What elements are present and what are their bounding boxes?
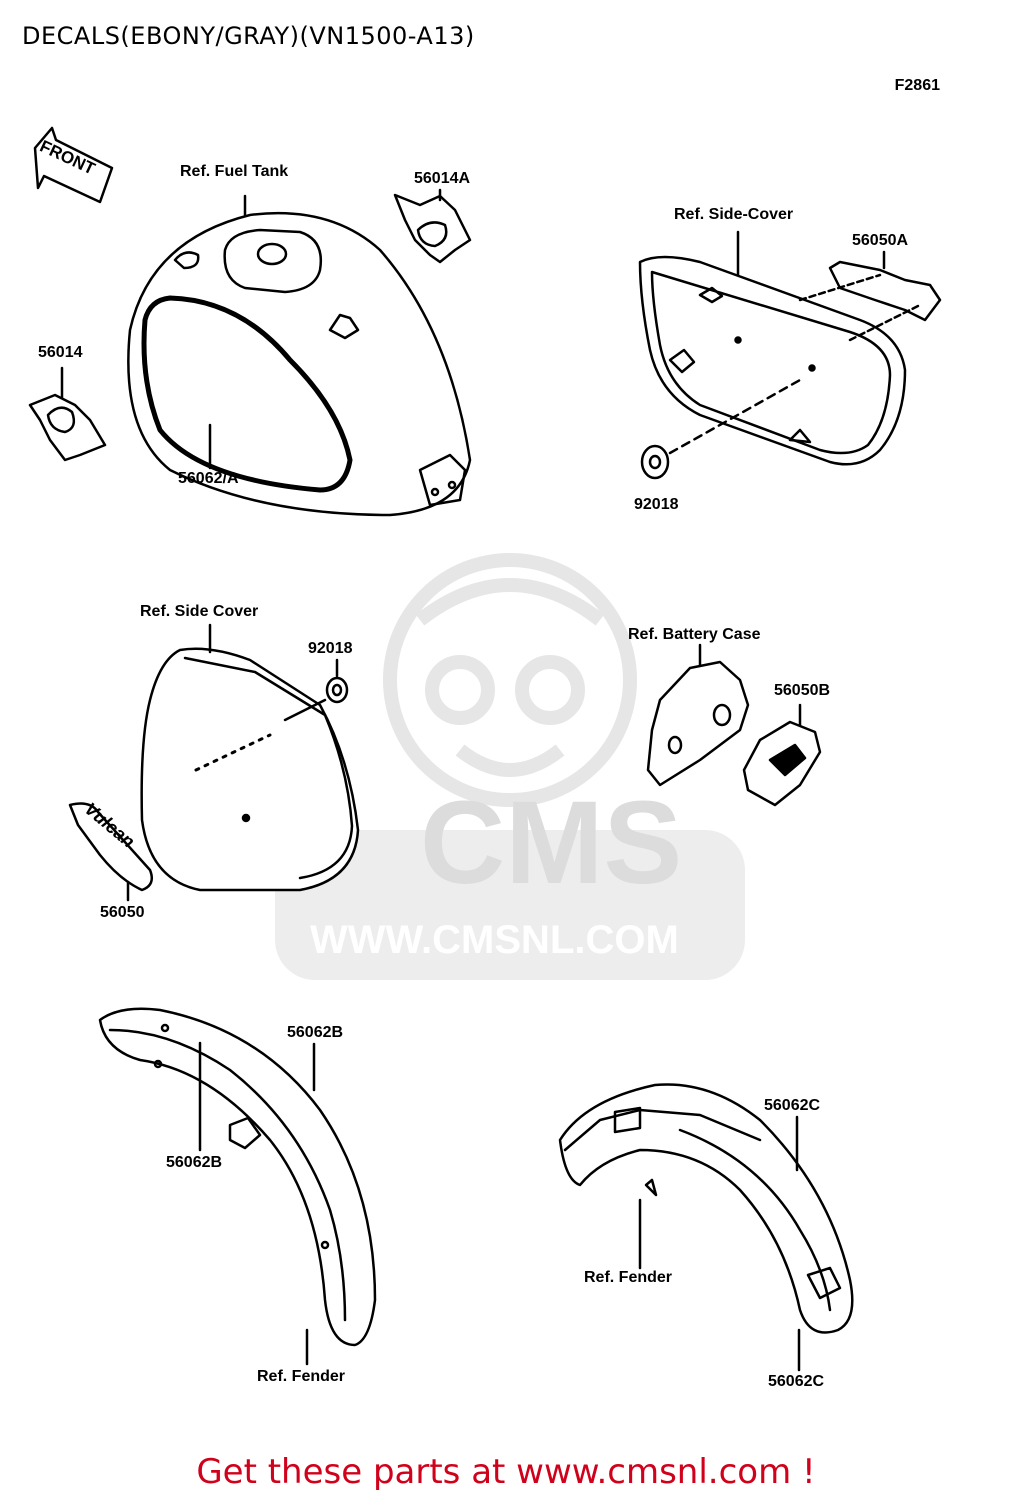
part-56050-label: 56050 — [100, 904, 145, 921]
front-arrow-icon — [33, 126, 114, 204]
part-56062c-label-1: 56062C — [764, 1097, 821, 1114]
decal-56014-drawing — [28, 366, 107, 462]
part-56062c-label-2: 56062C — [768, 1373, 825, 1390]
part-92018-top-label: 92018 — [634, 496, 679, 513]
part-56062b-label-1: 56062B — [287, 1024, 344, 1041]
front-fender-drawing — [98, 1007, 377, 1366]
ref-battery-case-label: Ref. Battery Case — [628, 626, 761, 643]
part-56014-label: 56014 — [38, 344, 83, 361]
page-title: DECALS(EBONY/GRAY)(VN1500-A13) — [22, 22, 475, 50]
decal-56050a-drawing — [798, 250, 942, 342]
watermark-url: WWW.CMSNL.COM — [310, 918, 679, 962]
part-56062b-label-2: 56062B — [166, 1154, 223, 1171]
part-56050a-label: 56050A — [852, 232, 909, 249]
ref-side-cover-top-label: Ref. Side-Cover — [674, 206, 794, 223]
decal-56014a-drawing — [393, 188, 472, 264]
part-56050b-label: 56050B — [774, 682, 831, 699]
cms-watermark: CMS WWW.CMSNL.COM — [270, 530, 750, 990]
ref-fender-left-label: Ref. Fender — [257, 1368, 346, 1385]
rear-fender-drawing — [558, 1083, 854, 1372]
footer-link[interactable]: Get these parts at www.cmsnl.com ! — [196, 1452, 816, 1492]
grommet-92018-mid-drawing — [283, 658, 349, 722]
footer-cta[interactable]: Get these parts at www.cmsnl.com ! — [0, 1452, 1012, 1492]
decal-56050b-drawing — [742, 703, 822, 807]
watermark-mascot-icon — [275, 553, 745, 980]
battery-case-drawing — [646, 643, 750, 787]
ref-fuel-tank-label: Ref. Fuel Tank — [180, 163, 289, 180]
side-cover-mid-drawing — [140, 623, 360, 892]
part-56062-a-label: 56062/A — [178, 470, 239, 487]
figure-code: F2861 — [894, 77, 940, 94]
vulcan-logo-drawing — [68, 802, 153, 902]
ref-side-cover-mid-label: Ref. Side Cover — [140, 603, 259, 620]
ref-fender-right-label: Ref. Fender — [584, 1269, 673, 1286]
grommet-92018-top-drawing — [640, 378, 802, 480]
part-56014a-label: 56014A — [414, 170, 471, 187]
watermark-brand: CMS — [420, 777, 683, 909]
part-92018-mid-label: 92018 — [308, 640, 353, 657]
fuel-tank-drawing — [127, 194, 472, 517]
side-cover-top-drawing — [638, 230, 907, 466]
